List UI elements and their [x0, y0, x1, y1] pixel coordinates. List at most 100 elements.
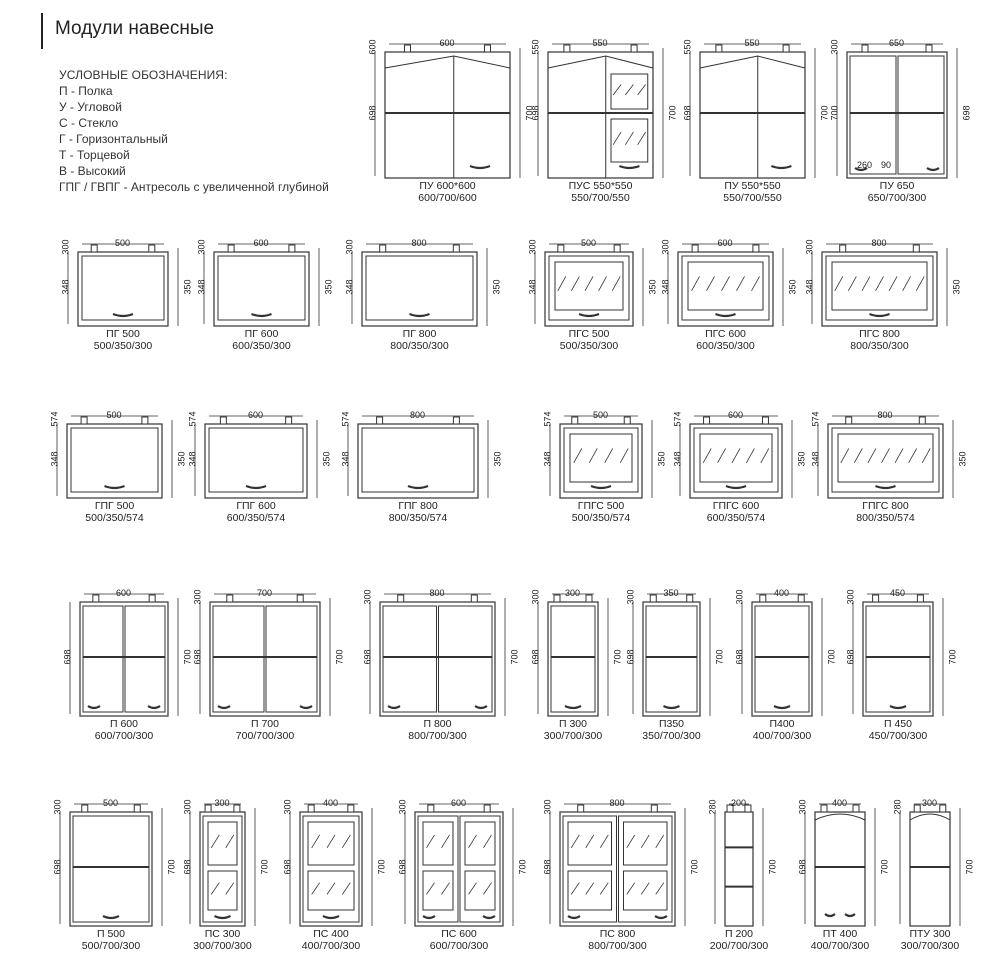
width-dimension: 800	[429, 588, 445, 598]
right-door	[124, 605, 166, 713]
glass-reflection	[426, 882, 435, 895]
depth-dimension: 300	[60, 239, 71, 255]
glass-reflection	[894, 448, 904, 463]
glass-reflection	[625, 84, 634, 96]
module-size: 300/700/300	[543, 730, 603, 742]
extra-dimension: 90	[881, 160, 892, 170]
module-drawing	[714, 803, 764, 927]
hanger-bracket	[845, 416, 853, 425]
width-dimension: 450	[890, 588, 906, 598]
depth-dimension: 300	[182, 799, 193, 815]
module-name: ГПГ 800	[398, 500, 438, 512]
module-drawing	[811, 243, 948, 327]
inner-height-dimension: 698	[797, 859, 808, 875]
depth-dimension: 550	[530, 39, 541, 55]
module-name: П 700	[251, 718, 279, 730]
legend: УСЛОВНЫЕ ОБОЗНАЧЕНИЯ: П - Полка У - Угло…	[59, 67, 329, 195]
hanger-bracket	[752, 244, 760, 253]
right-door	[618, 815, 673, 923]
door	[754, 605, 810, 713]
hanger-bracket	[452, 244, 460, 253]
module-size: 400/700/300	[810, 940, 870, 952]
depth-dimension: 600	[367, 39, 378, 55]
cabinet-body	[751, 601, 813, 717]
depth-dimension: 300	[362, 589, 373, 605]
cabinet-body	[213, 251, 310, 327]
cabinet-body	[379, 601, 496, 717]
width-dimension: 400	[323, 798, 339, 808]
glass-reflection	[848, 276, 857, 291]
module-size: 800/700/300	[588, 940, 647, 952]
glass-reflection	[625, 131, 634, 146]
outer-height-dimension: 350	[321, 451, 332, 467]
module-drawing	[741, 593, 823, 717]
flap-door	[681, 255, 770, 321]
glass-reflection	[640, 882, 650, 895]
hanger-bracket	[227, 244, 235, 253]
module-name: П 300	[559, 718, 587, 730]
door-handle	[564, 705, 582, 710]
inner-height-dimension: 698	[530, 105, 541, 121]
width-dimension: 600	[728, 410, 744, 420]
door-handle	[715, 312, 736, 318]
module-name: ПТУ 300	[909, 928, 951, 940]
door-handle	[482, 915, 496, 920]
module-size: 600/350/574	[706, 512, 766, 524]
curved-top	[909, 813, 951, 821]
hanger-bracket	[148, 244, 156, 253]
module-size: 600/700/300	[429, 940, 489, 952]
hanger-bracket	[691, 244, 699, 253]
hanger-bracket	[623, 416, 631, 425]
hanger-bracket	[613, 244, 621, 253]
width-dimension: 800	[871, 238, 887, 248]
width-dimension: 500	[103, 798, 119, 808]
door-handle	[299, 705, 313, 710]
module-name: П 800	[423, 718, 452, 730]
cabinet-body	[909, 811, 951, 927]
glass-reflection	[908, 448, 917, 463]
legend-item: У - Угловой	[59, 100, 122, 114]
module-drawing	[347, 415, 489, 499]
module-drawing	[199, 593, 331, 717]
flap-door	[693, 427, 779, 493]
door-handle	[245, 484, 267, 490]
module-drawing	[549, 415, 653, 499]
depth-dimension: 550	[682, 39, 693, 55]
glass-panel	[207, 821, 238, 866]
cabinet-body	[699, 51, 806, 179]
module-size: 500/350/574	[85, 512, 144, 524]
hanger-bracket	[452, 416, 460, 425]
door-handle	[889, 705, 907, 710]
hanger-bracket	[81, 804, 89, 813]
cabinet-body	[827, 423, 944, 499]
door-handle	[387, 705, 401, 710]
module-name: ГПГ 600	[236, 500, 276, 512]
right-door	[897, 55, 945, 175]
module-name: ГПГ 500	[94, 500, 135, 512]
outer-height-dimension: 700	[376, 859, 387, 875]
glass-reflection	[655, 834, 665, 849]
width-dimension: 600	[116, 588, 132, 598]
depth-dimension: 300	[797, 799, 808, 815]
hanger-bracket	[839, 244, 847, 253]
outer-height-dimension: 700	[334, 649, 345, 665]
inner-height-dimension: 698	[182, 859, 193, 875]
depth-dimension: 300	[344, 239, 355, 255]
left-door	[382, 605, 437, 713]
outer-height-dimension: 350	[787, 279, 798, 295]
width-dimension: 300	[922, 798, 938, 808]
glass-panel	[623, 870, 668, 911]
glass-reflection	[326, 834, 336, 849]
hanger-bracket	[379, 244, 387, 253]
hanger-bracket	[563, 44, 571, 53]
module-size: 600/700/600	[418, 192, 477, 204]
glass-reflection	[311, 834, 321, 849]
corner-top	[699, 55, 806, 69]
module-size: 550/700/550	[723, 192, 782, 204]
inner-height-dimension: 698	[625, 649, 636, 665]
